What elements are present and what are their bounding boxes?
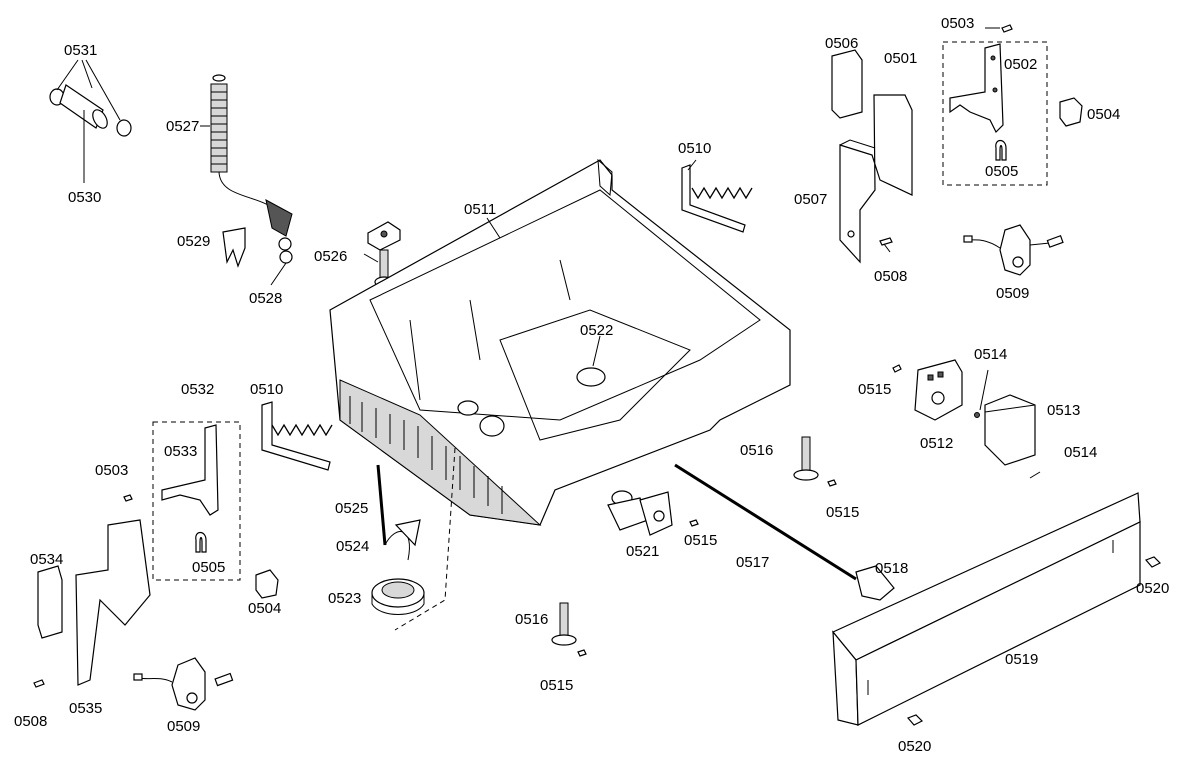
label-0528: 0528 [249, 290, 282, 307]
label-0504-left: 0504 [248, 600, 281, 617]
label-0504-top: 0504 [1087, 106, 1120, 123]
label-0516-a: 0516 [740, 442, 773, 459]
leveling-foot-right [793, 436, 837, 487]
label-0510-left: 0510 [250, 381, 283, 398]
label-0501: 0501 [884, 50, 917, 67]
label-0531: 0531 [64, 42, 97, 59]
label-0506: 0506 [825, 35, 858, 52]
label-0516-b: 0516 [515, 611, 548, 628]
corrugated-drain-hose [200, 74, 293, 286]
label-0509-top: 0509 [996, 285, 1029, 302]
hose-with-clamps [49, 59, 132, 183]
label-0525: 0525 [335, 500, 368, 517]
door-latch-upper [963, 224, 1064, 276]
label-0508-left: 0508 [14, 713, 47, 730]
label-0515-a: 0515 [858, 381, 891, 398]
label-0518: 0518 [875, 560, 908, 577]
inlet-valve [607, 490, 699, 536]
label-0519: 0519 [1005, 651, 1038, 668]
label-0508-top: 0508 [874, 268, 907, 285]
label-0513: 0513 [1047, 402, 1080, 419]
part-labels: 0531 0530 0527 0529 0528 0526 0511 0510 … [14, 15, 1169, 755]
label-0505-top: 0505 [985, 163, 1018, 180]
label-0511: 0511 [464, 201, 496, 218]
label-0526: 0526 [314, 248, 347, 265]
control-module [892, 359, 1041, 479]
label-0507: 0507 [794, 191, 827, 208]
label-0522: 0522 [580, 322, 613, 339]
label-0520-b: 0520 [898, 738, 931, 755]
label-0530: 0530 [68, 189, 101, 206]
hose-clip [222, 227, 246, 268]
label-0515-b: 0515 [826, 504, 859, 521]
label-0509-left: 0509 [167, 718, 200, 735]
label-0520-a: 0520 [1136, 580, 1169, 597]
label-0505-left: 0505 [192, 559, 225, 576]
door-hinge-bracket-upper [831, 24, 1083, 264]
hinge-spring-top [681, 159, 753, 233]
label-0517: 0517 [736, 554, 769, 571]
label-0527: 0527 [166, 118, 199, 135]
door-hinge-bracket-lower [33, 401, 333, 688]
label-0510-top: 0510 [678, 140, 711, 157]
label-0515-c: 0515 [684, 532, 717, 549]
door-latch-lower [133, 657, 234, 711]
label-0534: 0534 [30, 551, 63, 568]
label-0521: 0521 [626, 543, 659, 560]
label-0514-a: 0514 [974, 346, 1007, 363]
label-0512: 0512 [920, 435, 953, 452]
label-0532: 0532 [181, 381, 214, 398]
label-0515-d: 0515 [540, 677, 573, 694]
leveling-foot-bottom [551, 602, 587, 657]
label-0533: 0533 [164, 443, 197, 460]
label-0523: 0523 [328, 590, 361, 607]
label-0524: 0524 [336, 538, 369, 555]
sump-sensor-assembly [371, 464, 425, 615]
kickplate-panel [832, 492, 1162, 726]
base-tub [329, 158, 791, 631]
label-0514-b: 0514 [1064, 444, 1097, 461]
door-rod-and-cap [674, 463, 895, 601]
label-0503-left: 0503 [95, 462, 128, 479]
label-0529: 0529 [177, 233, 210, 250]
label-0502: 0502 [1004, 56, 1037, 73]
label-0503-top: 0503 [941, 15, 974, 32]
label-0535: 0535 [69, 700, 102, 717]
